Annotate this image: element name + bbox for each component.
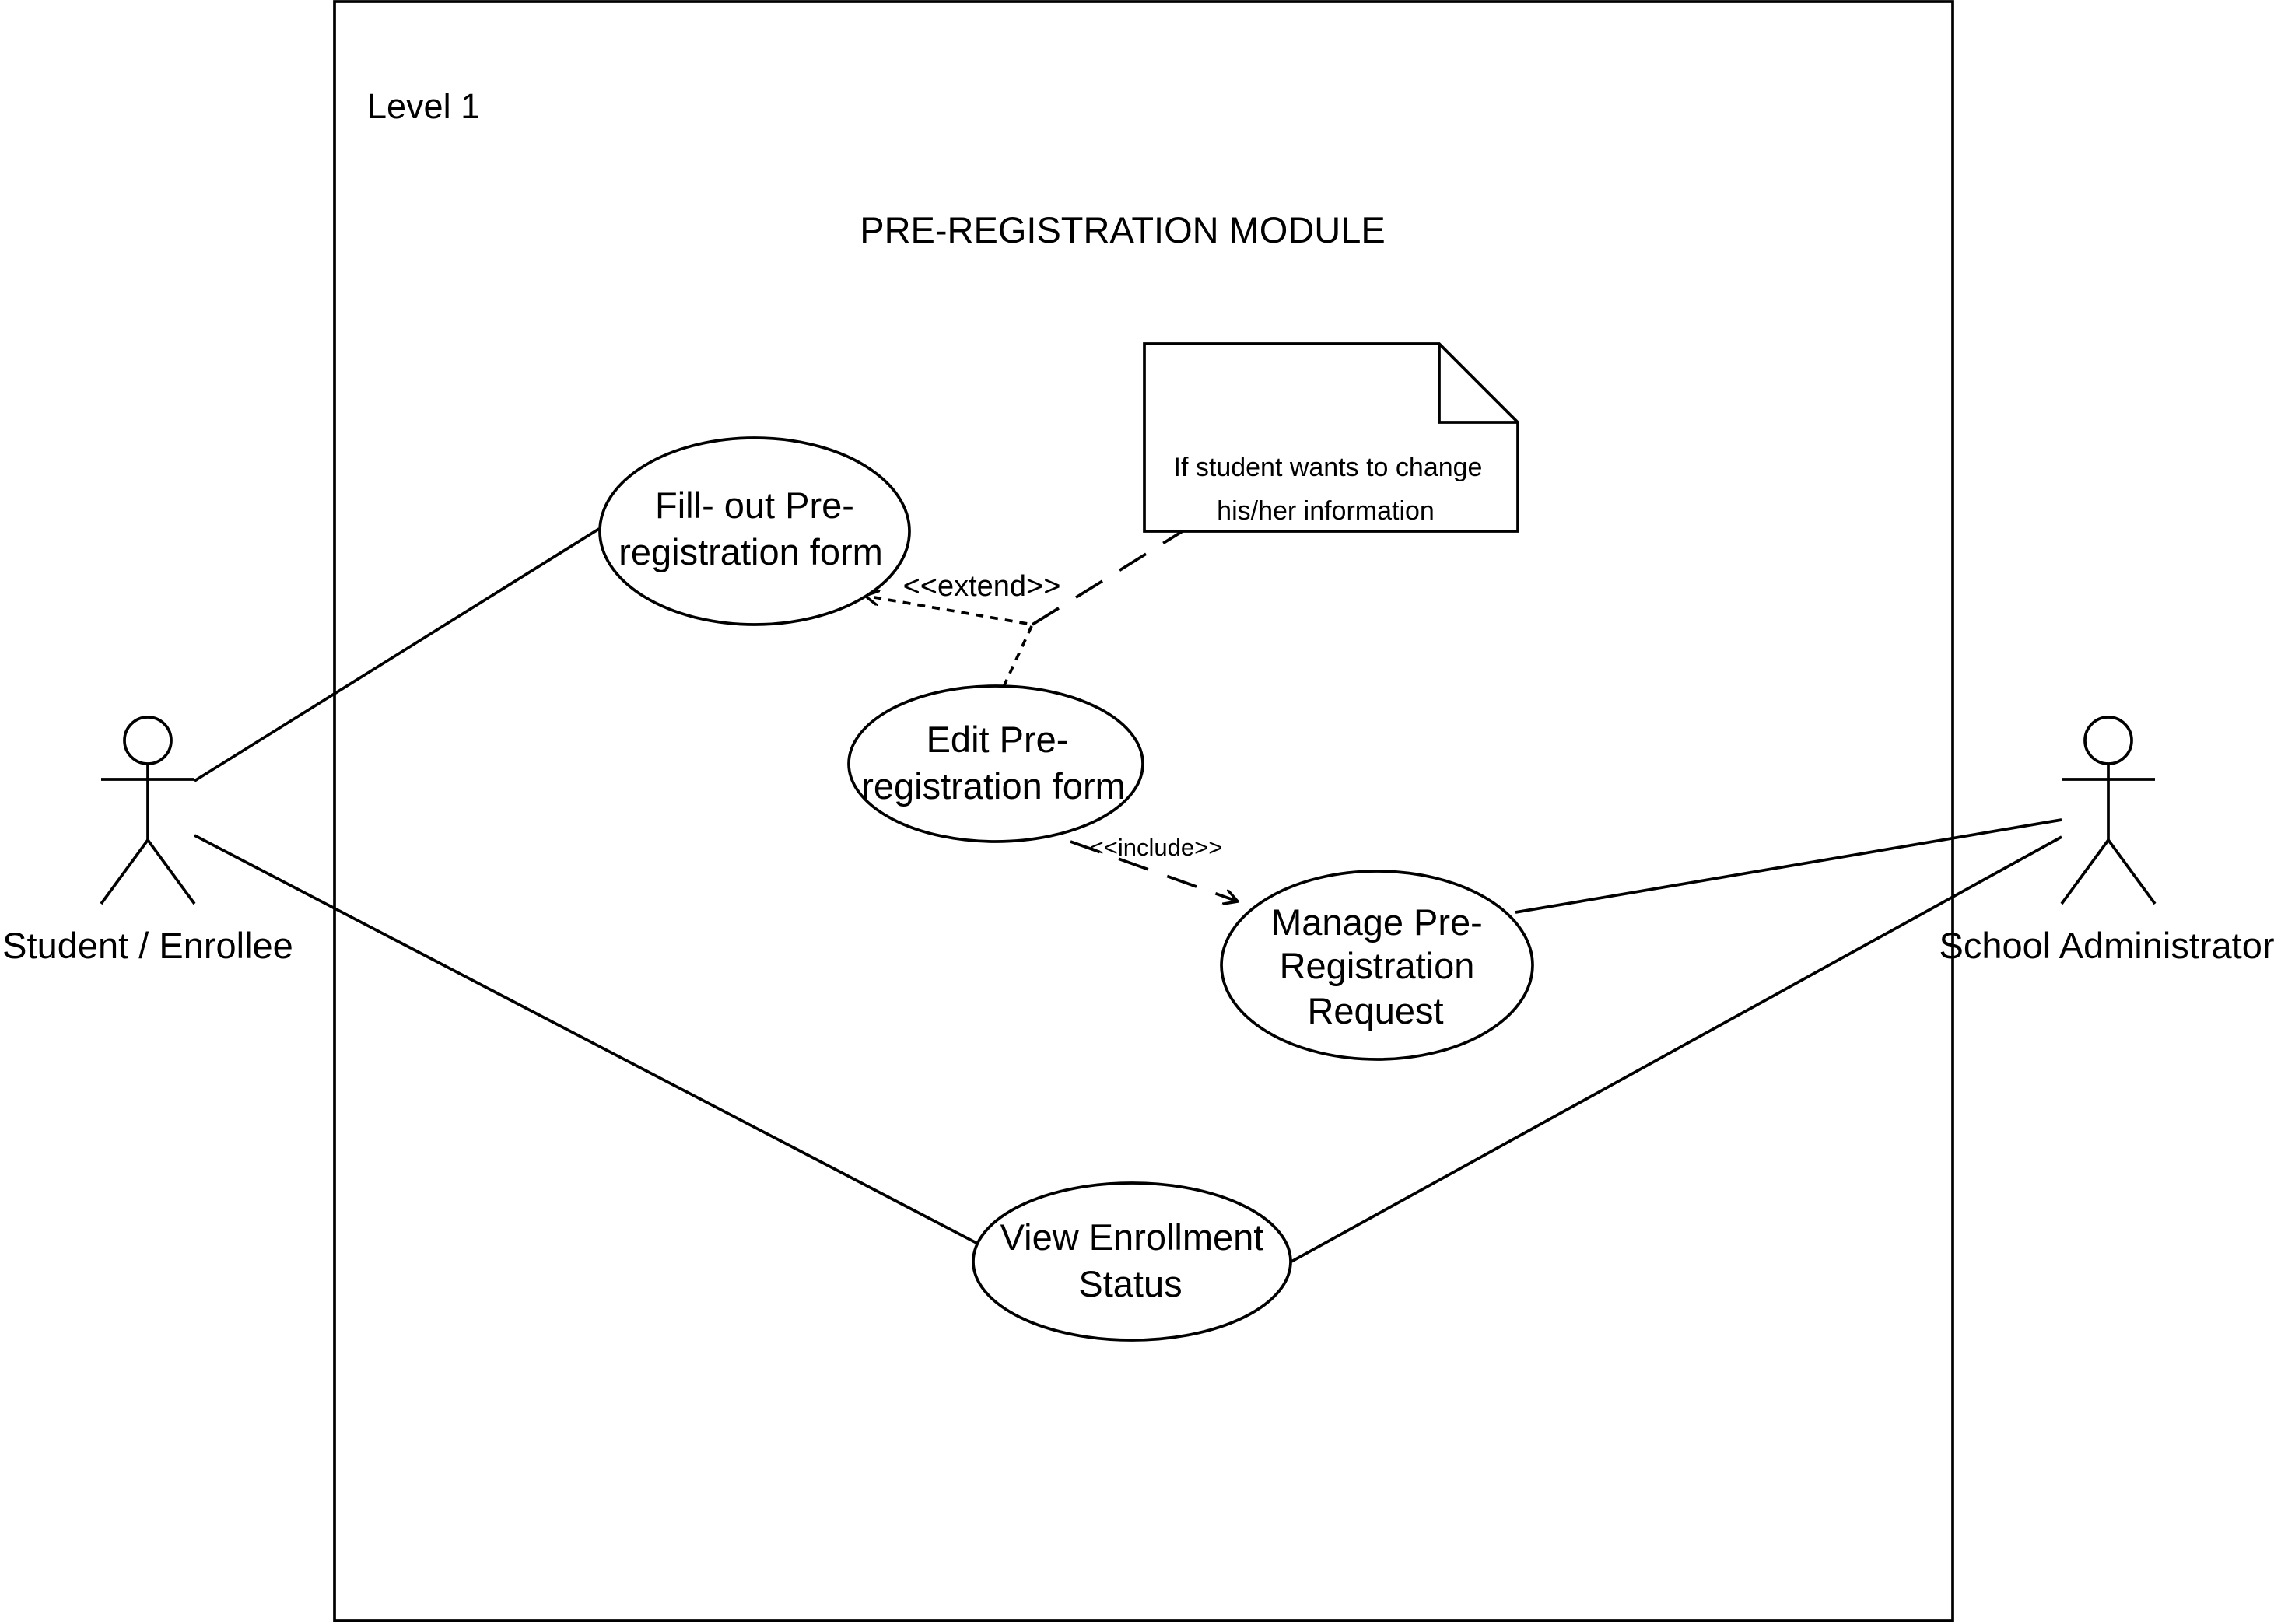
system-boundary (333, 0, 1954, 1622)
note-connector (1032, 530, 1183, 626)
extend-arrow (865, 596, 1035, 688)
association-student-fill-out (194, 527, 600, 782)
use-case-manage-line-2: Registration (1280, 945, 1475, 986)
association-admin-view-status (1291, 835, 2062, 1263)
level-label: Level 1 (367, 86, 480, 126)
actor-student-enrollee: Student / Enrollee (2, 716, 293, 966)
note-text-line-2: his/her information (1217, 496, 1435, 526)
include-arrow (1070, 840, 1238, 901)
association-admin-manage (1515, 818, 2062, 914)
note-shape (1143, 342, 1519, 533)
actor-admin-label: School Administrator (1939, 925, 2274, 966)
use-case-manage-line-3: Request (1307, 990, 1443, 1031)
include-label: <<include>> (1090, 834, 1223, 861)
use-case-edit-form: Edit Pre- registration form (847, 684, 1144, 843)
use-case-edit-line-1: Edit Pre- (927, 719, 1069, 760)
use-case-manage-line-1: Manage Pre- (1271, 901, 1483, 943)
use-case-manage-request: Manage Pre- Registration Request (1220, 870, 1534, 1061)
extend-label: <<extend>> (903, 570, 1061, 603)
use-case-edit-line-2: registration form (861, 765, 1126, 807)
note-folded-corner (1438, 344, 1518, 424)
stick-figure-icon (2060, 716, 2157, 905)
system-title: PRE-REGISTRATION MODULE (860, 209, 1385, 250)
use-case-view-enrollment-status: View Enrollment Status (972, 1181, 1292, 1342)
actor-student-label: Student / Enrollee (2, 925, 293, 966)
actor-school-administrator: School Administrator (1939, 716, 2275, 966)
use-case-fill-out-form: Fill- out Pre- registration form (598, 436, 911, 626)
use-case-view-status-line-1: View Enrollment (1000, 1216, 1264, 1258)
stick-figure-icon (100, 716, 196, 905)
use-case-fill-out-line-1: Fill- out Pre- (655, 485, 854, 526)
note-text-line-1: If student wants to change (1174, 453, 1483, 482)
use-case-view-status-line-2: Status (1078, 1263, 1182, 1304)
association-student-view-status (194, 834, 977, 1244)
use-case-fill-out-line-2: registration form (618, 531, 883, 572)
